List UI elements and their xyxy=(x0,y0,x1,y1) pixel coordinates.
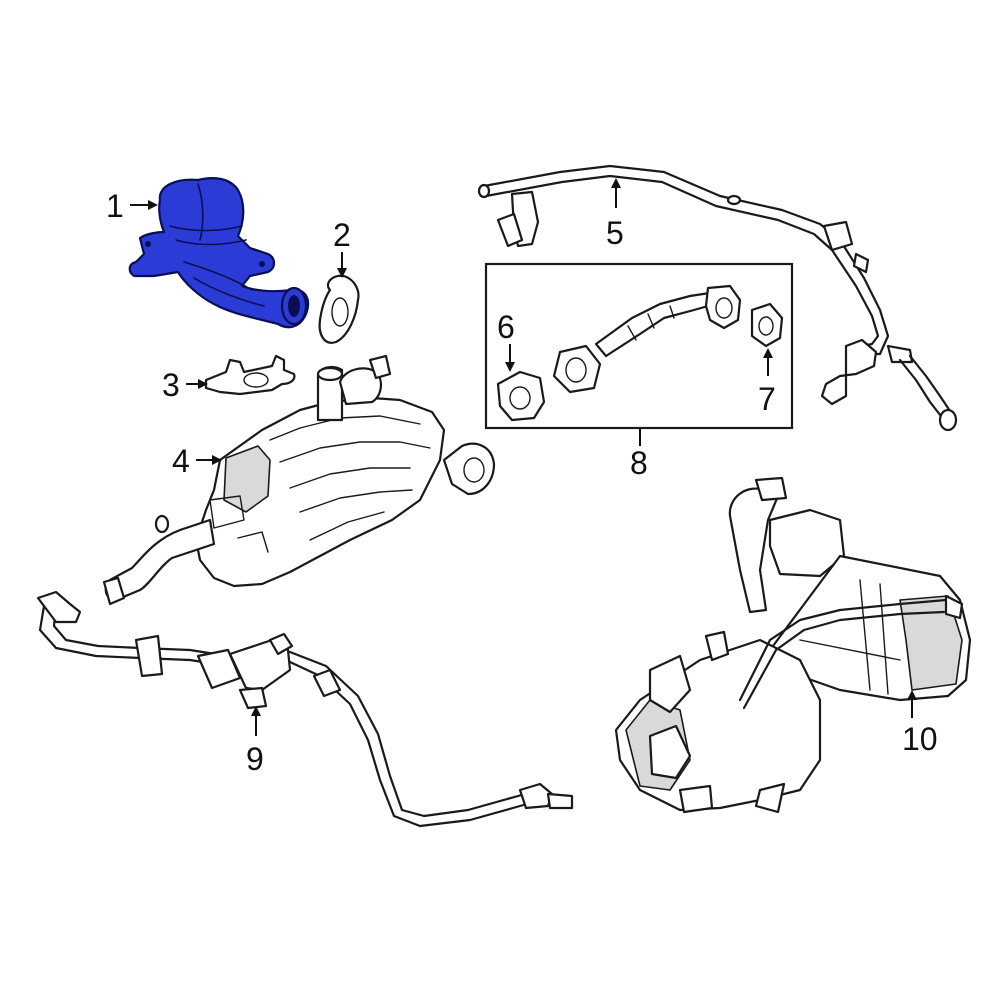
callout-6: 5 xyxy=(606,178,624,251)
part-9-gasket[interactable] xyxy=(750,302,784,348)
part-7-hose-assembly[interactable] xyxy=(36,590,574,828)
part-2-egr-cooler-valve[interactable] xyxy=(614,476,972,814)
part-10-gasket[interactable] xyxy=(496,370,546,422)
callout-label-5: 2 xyxy=(333,217,351,253)
callout-label-7: 9 xyxy=(246,741,264,777)
callout-7: 9 xyxy=(246,706,264,777)
callout-label-1: 4 xyxy=(172,443,190,479)
callout-9: 7 xyxy=(758,348,776,417)
part-5-gasket[interactable] xyxy=(318,274,360,344)
callout-8: 8 xyxy=(630,428,648,481)
callout-label-10: 6 xyxy=(497,309,515,345)
part-1-egr-cooler[interactable] xyxy=(102,354,496,606)
callout-label-9: 7 xyxy=(758,381,776,417)
part-4-elbow-pipe[interactable] xyxy=(128,177,310,329)
callout-label-3: 3 xyxy=(162,367,180,403)
part-6-coolant-tube[interactable] xyxy=(477,164,958,432)
part-8-egr-pipe[interactable] xyxy=(552,284,742,394)
callout-label-8: 8 xyxy=(630,445,648,481)
callout-5: 2 xyxy=(333,217,351,278)
callout-10: 6 xyxy=(497,309,515,372)
callout-1: 4 xyxy=(172,443,222,479)
part-3-gasket[interactable] xyxy=(204,354,296,396)
callout-3: 3 xyxy=(162,367,208,403)
callout-label-2: 10 xyxy=(902,721,938,757)
callout-4: 1 xyxy=(106,188,158,224)
callout-label-4: 1 xyxy=(106,188,124,224)
callout-label-6: 5 xyxy=(606,215,624,251)
callout-2: 10 xyxy=(902,690,938,757)
